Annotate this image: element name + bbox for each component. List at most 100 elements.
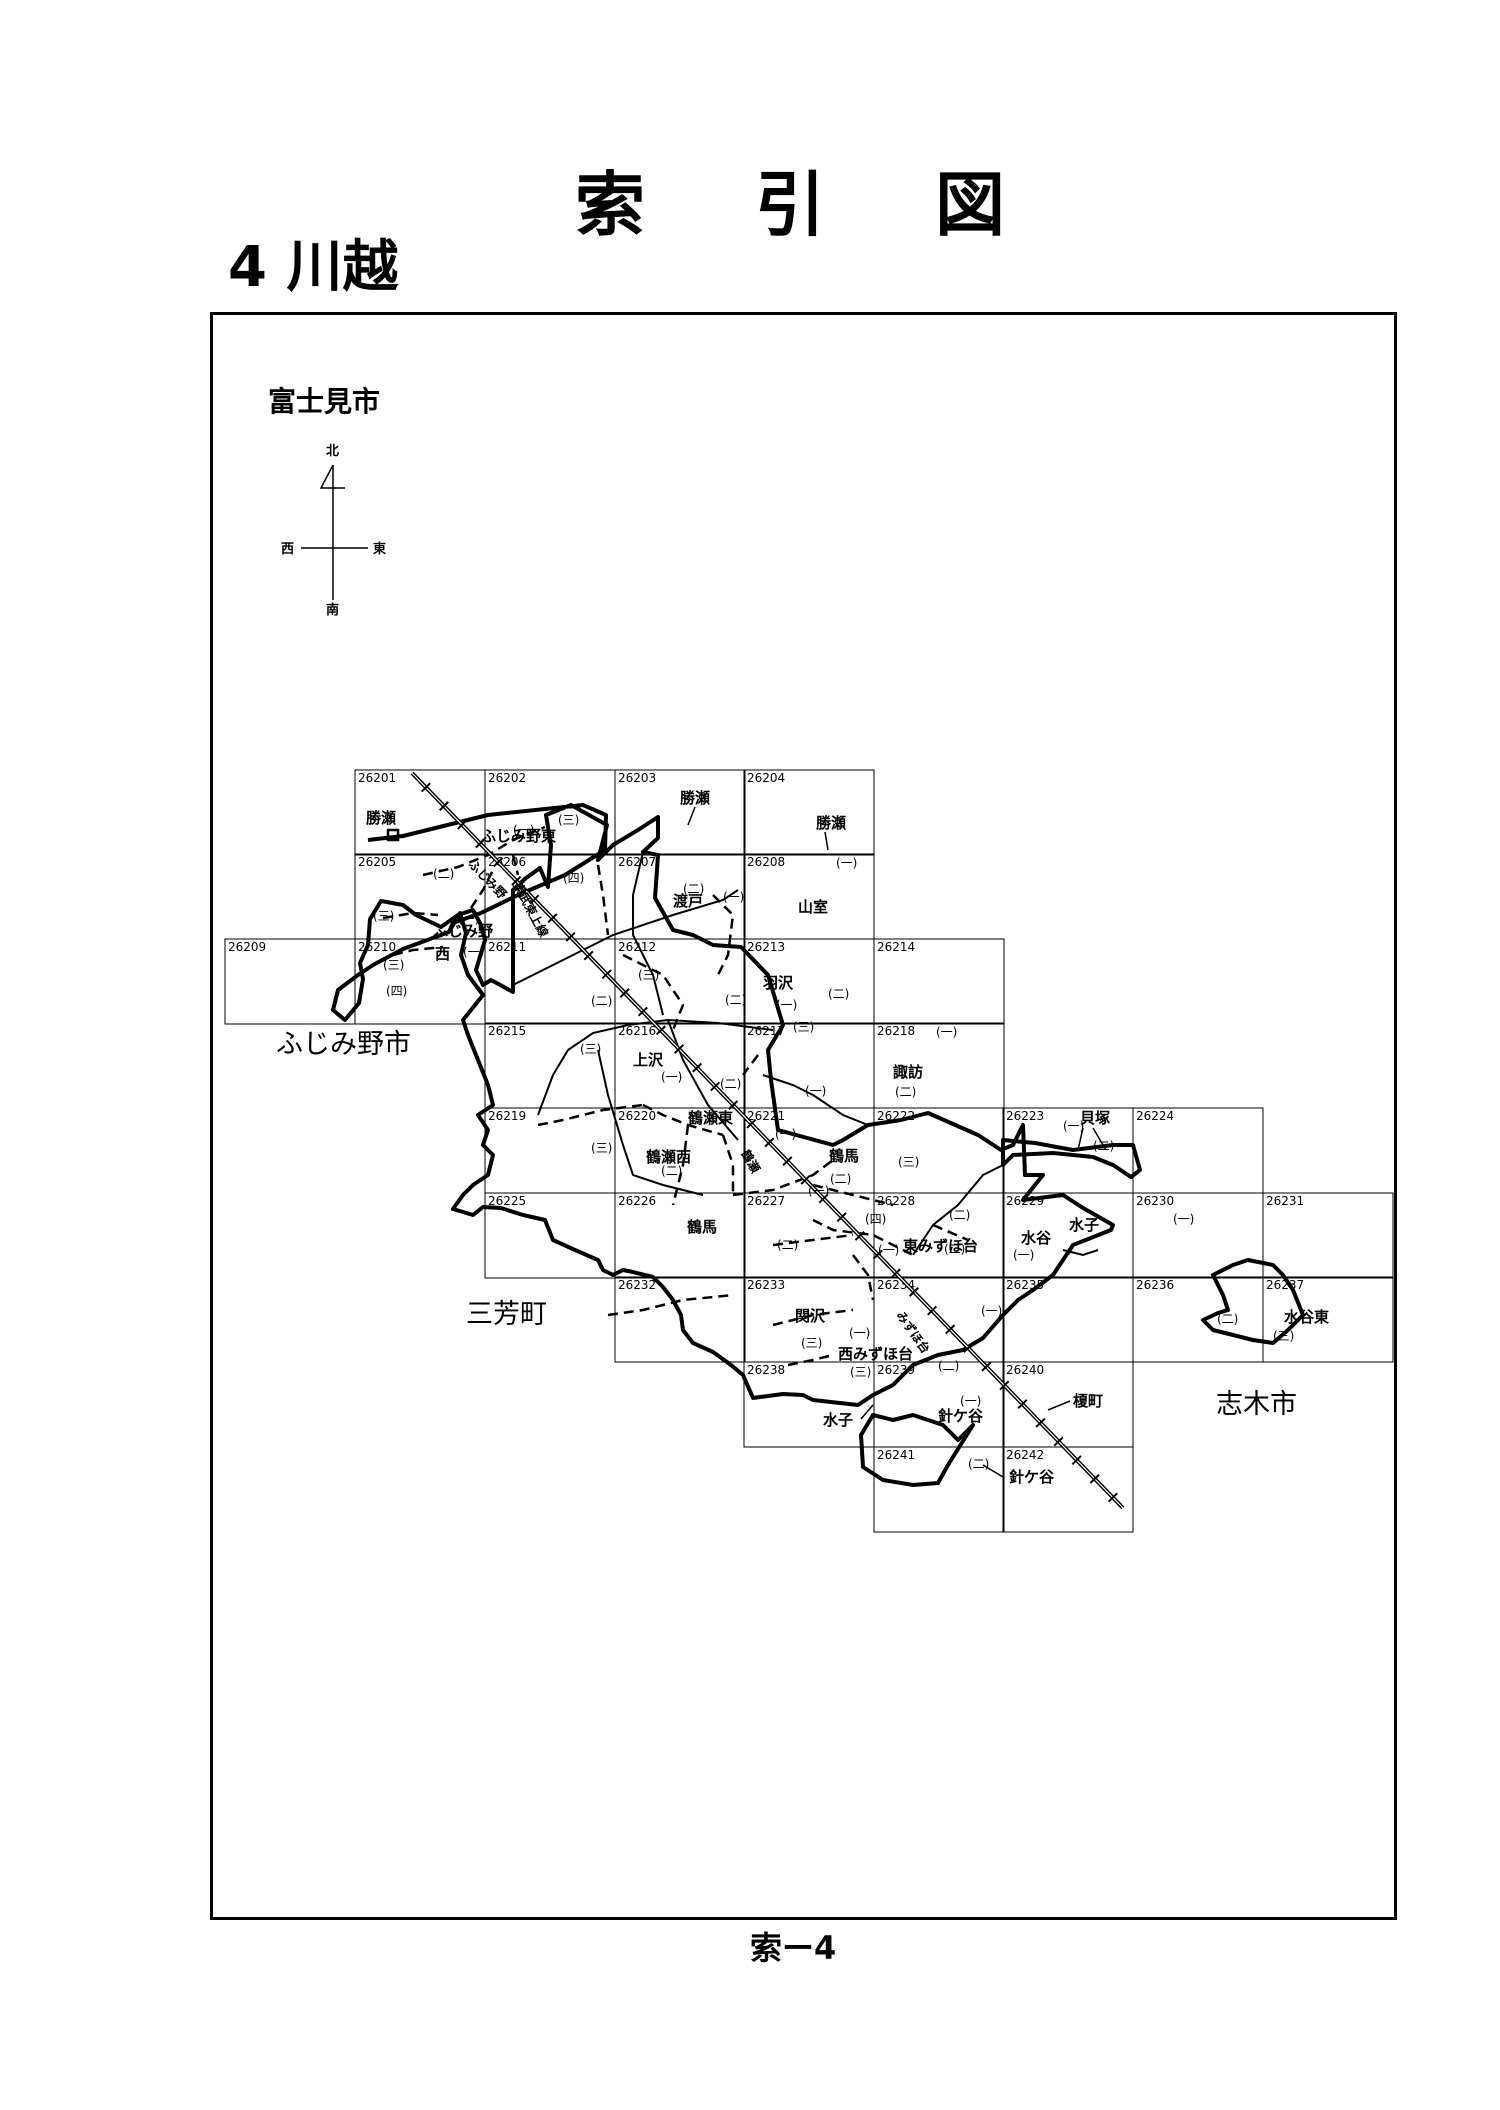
sheet-number: 26216 xyxy=(618,1024,656,1038)
internal-boundaries xyxy=(512,851,1099,1257)
leader-lines xyxy=(687,806,1107,1478)
rail-tick xyxy=(1035,1417,1046,1428)
compass-north: 北 xyxy=(326,444,339,459)
compass-south: 南 xyxy=(326,602,339,618)
label-shiki-city: 志木市 xyxy=(1216,1389,1297,1420)
chome-marker: (二) xyxy=(433,867,454,881)
rail-tick xyxy=(673,1044,684,1054)
chome-marker: (一) xyxy=(723,890,744,904)
area-harigaya-1: 針ケ谷 xyxy=(938,1407,984,1425)
sheet-cell[interactable] xyxy=(614,1192,746,1279)
chome-marker: (三) xyxy=(1273,1329,1294,1343)
area-katsuse-3: 勝瀬 xyxy=(816,814,846,832)
rail-tick xyxy=(800,1174,811,1185)
sheet-number: 26225 xyxy=(488,1194,526,1208)
sheet-cell[interactable] xyxy=(614,1276,746,1363)
chome-marker: (二) xyxy=(830,1172,851,1186)
railway-line xyxy=(410,771,1125,1510)
rail-tick xyxy=(746,1118,757,1129)
area-fujiminonishi: 西 xyxy=(435,945,450,963)
sheet-number: 26238 xyxy=(747,1363,785,1377)
chome-marker: (三) xyxy=(383,958,404,972)
rail-tick xyxy=(908,1287,919,1297)
sheet-number: 26241 xyxy=(877,1448,915,1462)
chome-marker: (二) xyxy=(725,993,746,1007)
sheet-cell[interactable] xyxy=(873,1192,1005,1279)
area-harigaya-2: 針ケ谷 xyxy=(1009,1468,1055,1486)
sheet-number: 26213 xyxy=(747,940,785,954)
city-boundary-east xyxy=(1001,1138,1142,1179)
sheet-number: 26231 xyxy=(1266,1194,1304,1208)
chome-marker: (三) xyxy=(638,968,659,982)
rail-tick xyxy=(420,782,431,793)
area-katsuse-2: 勝瀬 xyxy=(680,789,710,807)
rail-tick xyxy=(601,969,612,980)
sheet-cell[interactable] xyxy=(1002,1446,1134,1533)
rail-tick xyxy=(457,819,468,830)
sheet-number: 26207 xyxy=(618,855,656,869)
chome-marker: (一) xyxy=(805,1084,826,1098)
sheet-number: 26202 xyxy=(488,771,526,785)
area-mizuko-2: 水子 xyxy=(823,1411,853,1429)
sheet-cell[interactable] xyxy=(1262,1276,1394,1363)
page-footer: 索ー4 xyxy=(750,1929,837,1967)
sheet-number: 26209 xyxy=(228,940,266,954)
sheet-number: 26205 xyxy=(358,855,396,869)
sheet-cell[interactable] xyxy=(1262,1192,1394,1279)
sheet-cell[interactable] xyxy=(614,769,746,856)
area-suwa: 諏訪 xyxy=(893,1063,923,1081)
compass-west: 西 xyxy=(281,542,294,557)
sheet-number: 26208 xyxy=(747,855,785,869)
chome-marker: (四) xyxy=(563,871,584,885)
rail-tick xyxy=(529,894,540,905)
sheet-number: 26219 xyxy=(488,1109,526,1123)
area-yamamuro: 山室 xyxy=(798,898,828,916)
chome-marker: (三) xyxy=(591,1141,612,1155)
chome-marker: (一) xyxy=(513,823,534,837)
city-boundary-mizutanihigashi xyxy=(1201,1258,1305,1345)
rail-tick xyxy=(637,1006,648,1017)
internal-boundaries-dashed xyxy=(382,825,969,1367)
rail-tick xyxy=(1089,1473,1100,1484)
rail-tick xyxy=(836,1212,847,1223)
rail-tick xyxy=(583,950,594,961)
sheet-number: 26226 xyxy=(618,1194,656,1208)
label-miyoshi-town: 三芳町 xyxy=(466,1299,547,1330)
chome-marker: (四) xyxy=(386,984,407,998)
rail-tick xyxy=(872,1249,883,1260)
area-mizutanihigashi: 水谷東 xyxy=(1284,1308,1329,1326)
area-tsurusenishi: 鶴瀬西 xyxy=(646,1148,691,1166)
sheet-cell[interactable] xyxy=(743,769,875,856)
rail-tick xyxy=(818,1193,829,1204)
chome-marker: (一) xyxy=(936,1025,957,1039)
chome-marker: (二) xyxy=(591,994,612,1008)
chome-marker: (二) xyxy=(949,1208,970,1222)
rail-tick xyxy=(927,1305,938,1316)
area-katsuse-1: 勝瀬 xyxy=(366,809,396,827)
chome-marker: (一) xyxy=(458,912,479,926)
sheet-number: 26223 xyxy=(1006,1109,1044,1123)
page-subtitle: 4 川越 xyxy=(228,235,399,300)
sheet-number: 26228 xyxy=(877,1194,915,1208)
chome-marker: (三) xyxy=(580,1042,601,1056)
chome-marker: (一) xyxy=(775,1127,796,1141)
chome-marker: (二) xyxy=(938,1359,959,1373)
sheet-cell[interactable] xyxy=(873,938,1005,1025)
sheet-number: 26206 xyxy=(488,855,526,869)
chome-marker: (一) xyxy=(463,945,484,959)
chome-markers: (三) (二) (一) (一) (四) (一) (三) (四) (三) (二) (一) (一) (三) (… xyxy=(373,813,1294,1471)
compass-east: 東 xyxy=(373,541,386,557)
area-nado: 渡戸 xyxy=(673,892,703,910)
area-tsurusehigashi: 鶴瀬東 xyxy=(688,1109,733,1127)
rail-tick xyxy=(438,801,449,811)
rail-tick xyxy=(619,988,630,998)
chome-marker: (四) xyxy=(865,1212,886,1226)
chome-marker: (一) xyxy=(981,1304,1002,1318)
chome-marker: (一) xyxy=(1013,1248,1034,1262)
sheet-number: 26221 xyxy=(747,1109,785,1123)
rail-tick xyxy=(493,857,504,868)
sheet-cell[interactable] xyxy=(873,1446,1005,1533)
chome-marker: (二) xyxy=(720,1077,741,1091)
area-fujiminohigashi: ふじみ野東 xyxy=(481,827,556,845)
